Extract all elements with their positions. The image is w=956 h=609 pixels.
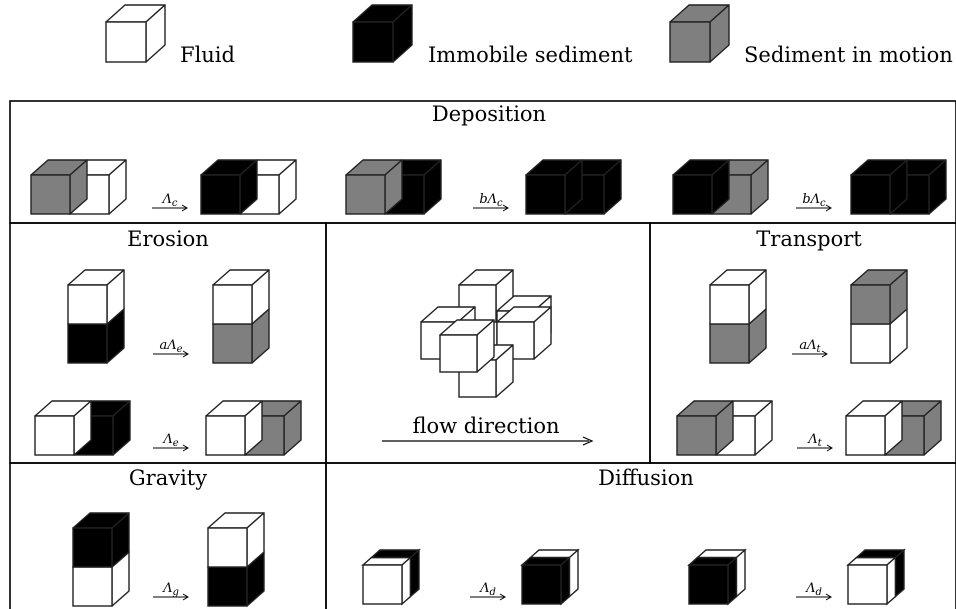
- deposition-0-before-left: [30, 159, 88, 215]
- legend: Fluid Immobile sediment Sediment in moti…: [105, 4, 953, 67]
- deposition-1-after-left: [525, 159, 583, 215]
- erosion-0-arrow-label: aΛe: [159, 338, 182, 355]
- panel-grid: [9, 100, 956, 609]
- erosion-1-before-left: [34, 400, 92, 456]
- deposition-0-after-left: [200, 159, 258, 215]
- deposition-2-after-left: [850, 159, 908, 215]
- transport-1-after-left: [845, 400, 903, 456]
- diffusion-0-arrow-label: Λd: [479, 581, 496, 598]
- gravity-0-after-top: [207, 512, 265, 568]
- erosion-1-arrow-label: Λe: [162, 432, 178, 449]
- deposition-1-before-left: [345, 159, 403, 215]
- transport-0-after-top: [850, 269, 908, 325]
- transport-0-before-top: [709, 269, 767, 325]
- cluster-cube-top: [458, 269, 514, 323]
- diffusion-1-arrow-label: Λd: [805, 581, 822, 598]
- cluster-cube-right: [496, 306, 552, 360]
- diffusion-1-before: [687, 548, 747, 606]
- erosion-0-before-top: [67, 269, 125, 325]
- deposition-0-arrow-label: Λc: [162, 192, 178, 209]
- deposition-1-arrow-label: bΛc: [479, 192, 503, 209]
- deposition-1-before-right: [384, 159, 442, 215]
- diffusion-title: Diffusion: [598, 466, 694, 490]
- erosion-1-after-left: [205, 400, 263, 456]
- deposition-title: Deposition: [432, 102, 546, 126]
- cluster-cube-front: [439, 319, 495, 373]
- legend-label-fluid: Fluid: [180, 43, 235, 67]
- transport-1-arrow-label: Λt: [807, 432, 822, 449]
- legend-label-motion: Sediment in motion: [744, 43, 953, 67]
- deposition-2-before-left: [672, 159, 730, 215]
- diffusion-1-after: [846, 548, 906, 606]
- cube-cluster: [420, 269, 552, 398]
- diffusion-0-before: [361, 548, 421, 606]
- gravity-title: Gravity: [129, 466, 207, 490]
- transport-title: Transport: [756, 227, 862, 251]
- erosion-title: Erosion: [127, 227, 209, 251]
- gravity-0-arrow-label: Λg: [162, 581, 179, 598]
- legend-cube-immobile: [352, 4, 413, 63]
- erosion-0-after-top: [212, 269, 270, 325]
- deposition-2-arrow-label: bΛc: [802, 192, 826, 209]
- diffusion-panel: [325, 462, 956, 609]
- gravity-0-before-top: [72, 512, 130, 568]
- legend-label-immobile: Immobile sediment: [428, 43, 633, 67]
- legend-cube-fluid: [105, 4, 166, 63]
- transport-1-before-left: [676, 400, 734, 456]
- flow-direction-label: flow direction: [412, 414, 559, 438]
- legend-cube-motion: [669, 4, 730, 63]
- cube-layer: [30, 159, 947, 607]
- transport-0-arrow-label: aΛt: [799, 338, 821, 355]
- diffusion-0-after: [520, 548, 580, 606]
- flow-direction-arrowhead: [582, 436, 594, 446]
